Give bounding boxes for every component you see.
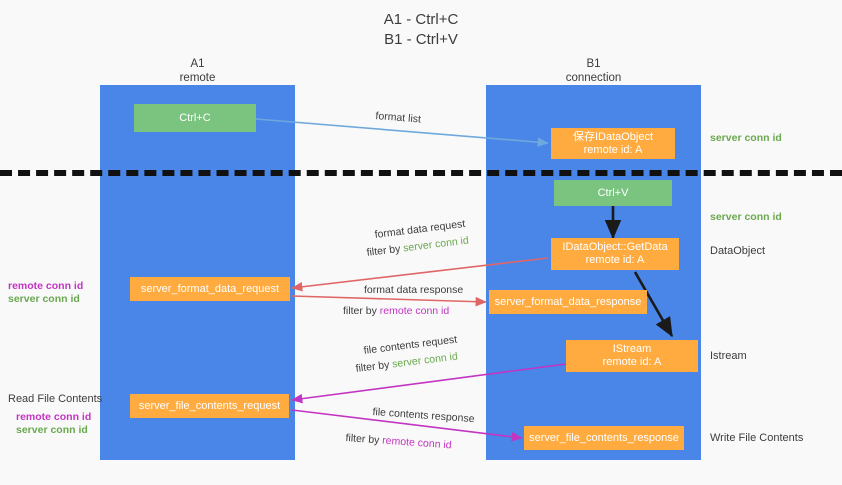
lane-header-b1: B1 connection (486, 57, 701, 85)
annotation-server-conn-id-top: server conn id (710, 132, 782, 144)
node-server-file-contents-response-label: server_file_contents_response (529, 431, 679, 444)
title-line-1: A1 - Ctrl+C (383, 11, 459, 28)
remote-conn-id-text-2: remote conn id (381, 434, 452, 452)
filter-by-text-3: filter by (355, 358, 393, 375)
lane-a1-sub: remote (179, 72, 216, 84)
node-istream-title: IStream (612, 343, 652, 355)
node-server-file-contents-request-label: server_file_contents_request (138, 399, 281, 412)
annotation-remote-conn-id-lower: remote conn id (16, 411, 92, 423)
node-istream[interactable]: IStream remote id: A (566, 340, 698, 372)
annotation-server-conn-id-lower: server conn id (16, 424, 88, 436)
annotation-conn-ids-lower: remote conn id server conn id (16, 411, 91, 437)
edge-label-format-data-response: format data response (364, 284, 464, 296)
annotation-istream: Istream (710, 350, 747, 362)
node-istream-sub: remote id: A (602, 356, 662, 368)
lane-b1-sub: connection (565, 72, 622, 84)
filter-by-text-1: filter by (366, 242, 404, 259)
filter-by-text-4: filter by (345, 432, 383, 447)
server-conn-id-text-2: server conn id (391, 350, 459, 371)
node-ctrl-v-label: Ctrl+V (597, 186, 629, 199)
edge-filter-format-data-response: filter by remote conn id (343, 305, 449, 318)
node-ctrl-v[interactable]: Ctrl+V (554, 180, 672, 206)
node-server-file-contents-response[interactable]: server_file_contents_response (524, 426, 684, 450)
node-ctrl-c-label: Ctrl+C (179, 111, 211, 124)
node-server-format-data-request[interactable]: server_format_data_request (130, 277, 290, 301)
node-save-idataobject[interactable]: 保存IDataObject remote id: A (551, 128, 675, 159)
annotation-write-file-contents: Write File Contents (710, 432, 804, 444)
edge-filter-file-contents-response: filter by remote conn id (345, 432, 452, 452)
annotation-conn-ids-upper: remote conn id server conn id (8, 280, 83, 306)
filter-by-text-2: filter by (343, 305, 380, 317)
node-server-file-contents-request[interactable]: server_file_contents_request (130, 394, 289, 418)
annotation-server-conn-id-upper: server conn id (8, 293, 80, 305)
node-ctrl-c[interactable]: Ctrl+C (134, 104, 256, 132)
server-conn-id-text-1: server conn id (402, 234, 470, 255)
page-title: A1 - Ctrl+C B1 - Ctrl+V (0, 10, 842, 50)
phase-separator (0, 170, 842, 176)
edge-label-format-list: format list (375, 110, 422, 126)
node-save-idataobject-title: 保存IDataObject (572, 130, 654, 143)
node-getdata-sub: remote id: A (585, 254, 645, 266)
lane-a1-name: A1 (190, 58, 205, 70)
remote-conn-id-text-1: remote conn id (379, 305, 450, 317)
node-server-format-data-response-label: server_format_data_response (494, 295, 642, 308)
title-line-2: B1 - Ctrl+V (384, 31, 458, 48)
annotation-dataobject: DataObject (710, 245, 766, 257)
lane-header-a1: A1 remote (100, 57, 295, 85)
annotation-read-file-contents: Read File Contents (8, 393, 103, 405)
annotation-server-conn-id-mid: server conn id (710, 211, 782, 223)
annotation-remote-conn-id-upper: remote conn id (8, 280, 84, 292)
node-save-idataobject-sub: remote id: A (583, 143, 643, 156)
edge-label-file-contents-response: file contents response (372, 406, 475, 426)
node-server-format-data-request-label: server_format_data_request (140, 282, 280, 295)
node-getdata-title: IDataObject::GetData (562, 241, 668, 253)
node-idataobject-getdata[interactable]: IDataObject::GetData remote id: A (551, 238, 679, 270)
lane-b1-name: B1 (586, 58, 601, 70)
edge-label-file-contents-response-text: file contents response (372, 406, 475, 426)
node-server-format-data-response[interactable]: server_format_data_response (489, 290, 647, 314)
